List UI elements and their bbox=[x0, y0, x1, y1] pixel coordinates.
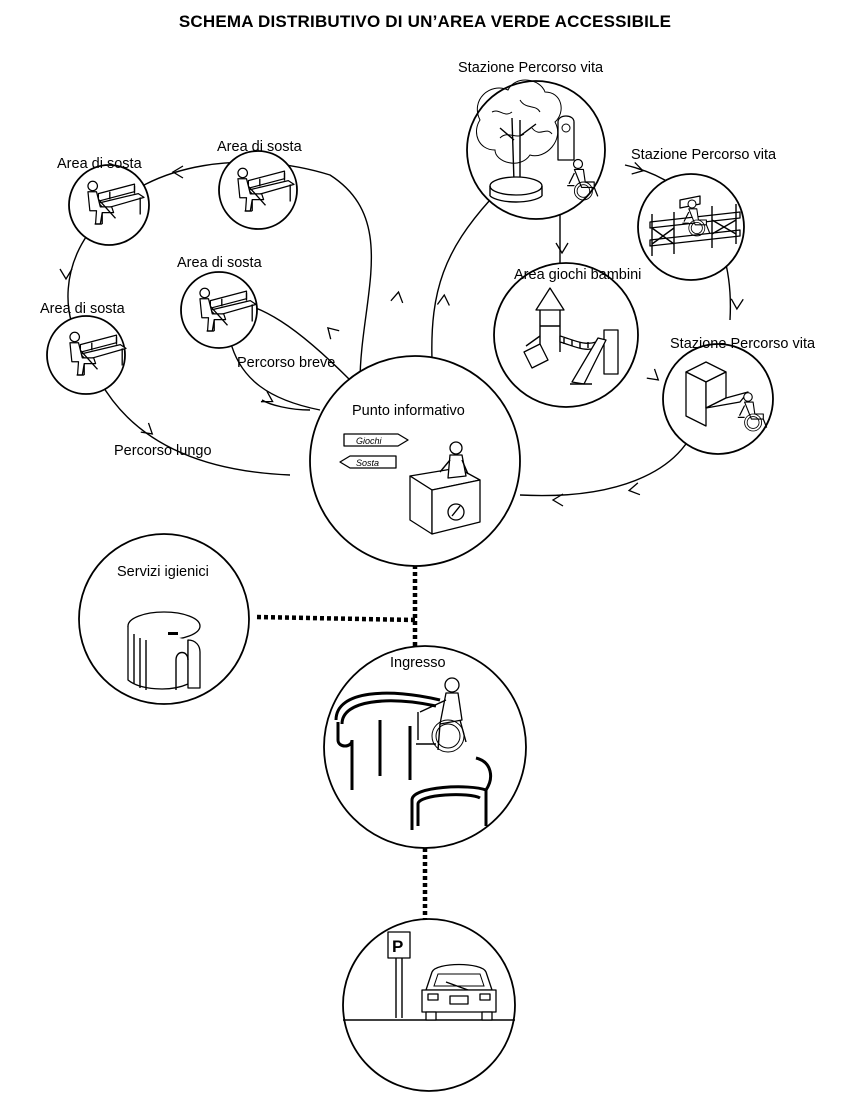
connector-toilets bbox=[256, 614, 416, 623]
fitness-station-right-label: Stazione Percorso vita bbox=[631, 147, 777, 163]
toilets bbox=[78, 533, 250, 705]
long-path-label: Percorso lungo bbox=[114, 443, 212, 459]
rest-area-left-label: Area di sosta bbox=[40, 301, 126, 317]
fountain-icon bbox=[557, 115, 575, 161]
fitness-station-top-label: Stazione Percorso vita bbox=[458, 60, 604, 76]
sign-rest-label: Sosta bbox=[356, 458, 379, 468]
playground-tower-icon bbox=[523, 287, 597, 369]
parking-sign-icon bbox=[387, 931, 411, 1018]
short-path-label: Percorso breve bbox=[237, 355, 335, 371]
playground-label: Area giochi bambini bbox=[514, 267, 641, 283]
arrow-icon bbox=[322, 322, 340, 340]
slide-icon bbox=[570, 329, 619, 385]
arrow-icon bbox=[730, 298, 744, 310]
arrow-icon bbox=[627, 482, 641, 498]
fitness-station-fence bbox=[637, 173, 745, 281]
ramp-icon bbox=[685, 361, 749, 427]
fitness-station-ramp bbox=[662, 343, 774, 455]
playground bbox=[493, 262, 639, 408]
direction-sign-icon bbox=[339, 433, 409, 469]
arrow-icon bbox=[555, 242, 569, 254]
rest-area-far-left-label: Area di sosta bbox=[57, 156, 143, 172]
info-point bbox=[309, 355, 521, 567]
sign-games-label: Giochi bbox=[356, 436, 383, 446]
rest-area-top-label: Area di sosta bbox=[217, 139, 303, 155]
entrance-label: Ingresso bbox=[390, 655, 446, 671]
wheelchair-user-icon bbox=[416, 677, 467, 753]
rest-area-far-left bbox=[68, 164, 150, 246]
parking-sign-label: P bbox=[392, 937, 403, 956]
diagram-title: SCHEMA DISTRIBUTIVO DI UN’AREA VERDE ACC… bbox=[178, 12, 672, 31]
rest-area-left bbox=[46, 315, 127, 395]
fitness-station-tree bbox=[466, 79, 606, 220]
arrow-icon bbox=[646, 368, 663, 386]
toilet-cabin-icon bbox=[127, 611, 201, 690]
arrow-icon bbox=[390, 290, 406, 304]
arrow-icon bbox=[631, 161, 646, 178]
rest-area-top bbox=[218, 150, 298, 230]
short-path bbox=[229, 339, 321, 411]
arrow-icon bbox=[436, 293, 451, 307]
car-icon bbox=[421, 963, 497, 1021]
toilets-label: Servizi igienici bbox=[117, 564, 209, 580]
rest-area-inner-label: Area di sosta bbox=[177, 255, 263, 271]
tree-icon bbox=[476, 79, 562, 203]
info-desk-icon bbox=[409, 441, 481, 535]
fitness-station-lower-label: Stazione Percorso vita bbox=[670, 336, 816, 352]
rest-area-inner bbox=[180, 271, 258, 349]
entrance-rail-icon bbox=[334, 691, 493, 830]
parking: P bbox=[342, 918, 516, 1092]
entrance bbox=[323, 645, 527, 849]
info-point-label: Punto informativo bbox=[352, 403, 465, 419]
